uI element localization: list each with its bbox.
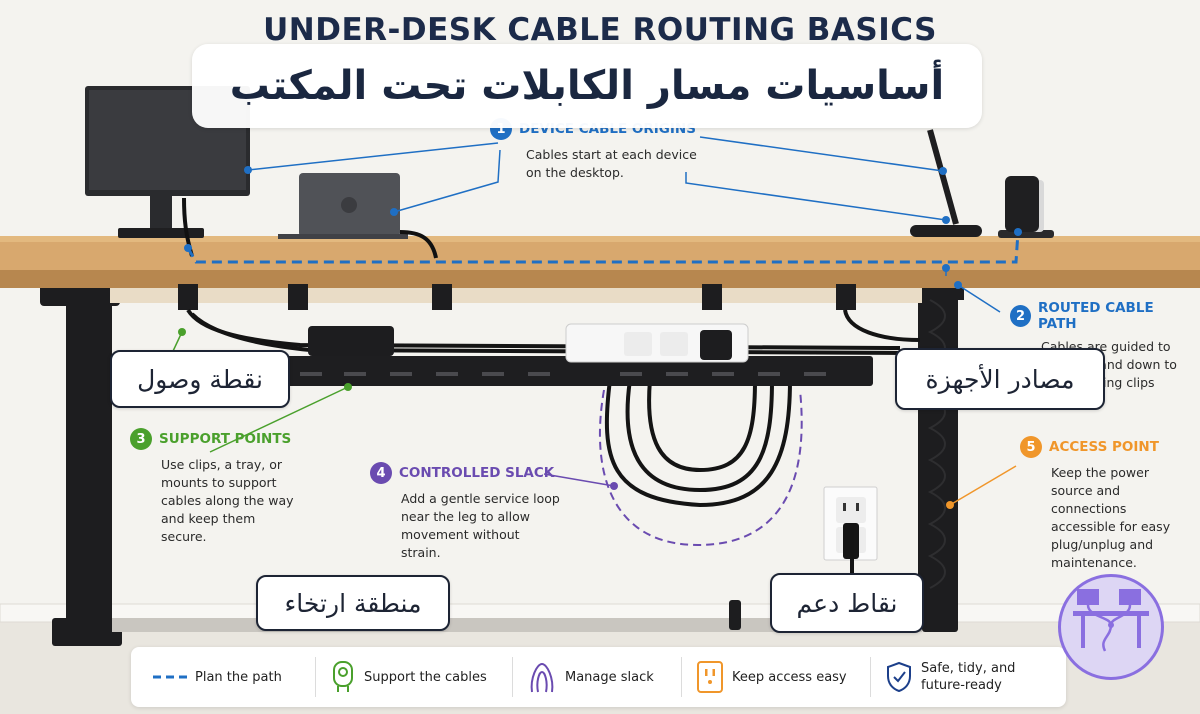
callout-text: Use clips, a tray, or mounts to support … <box>161 457 294 544</box>
support-clips <box>178 284 856 310</box>
callout-text: Cables start at each device on the deskt… <box>526 147 697 180</box>
outlet-icon <box>697 661 723 693</box>
callout-controlled-slack: 4 CONTROLLED SLACK Add a gentle service … <box>370 462 570 562</box>
arabic-label-device-sources: مصادر الأجهزة <box>895 348 1105 410</box>
legend-label: Support the cables <box>364 669 487 685</box>
leader-lines <box>149 136 1017 506</box>
callout-heading: SUPPORT POINTS <box>159 431 292 447</box>
cable-loop-icon <box>530 662 554 693</box>
routed-path <box>186 231 1020 264</box>
arabic-label-slack-zone: منطقة ارتخاء <box>256 575 450 631</box>
step-number-3: 3 <box>130 428 152 450</box>
leader-dots <box>178 166 1022 509</box>
legend-label: Safe, tidy, and future-ready <box>921 661 1016 693</box>
legend-item-safe: Safe, tidy, and future-ready <box>871 657 1049 697</box>
cable-bundle <box>186 308 921 600</box>
arabic-label-access-point: نقطة وصول <box>110 350 290 408</box>
shield-check-icon <box>887 661 911 693</box>
dashed-line-icon <box>153 675 187 679</box>
callout-heading: ACCESS POINT <box>1049 439 1159 455</box>
legend-bar: Plan the path Support the cables Manage … <box>131 647 1066 707</box>
desk-lamp <box>910 129 982 237</box>
power-strip <box>565 323 749 363</box>
callout-heading: CONTROLLED SLACK <box>399 465 555 481</box>
legend-item-slack: Manage slack <box>513 657 682 697</box>
callout-text: Keep the power source and connections ac… <box>1051 465 1171 570</box>
legend-label: Keep access easy <box>732 669 847 685</box>
legend-label: Plan the path <box>195 669 282 685</box>
slack-loop-outline <box>598 389 803 547</box>
arabic-title: أساسيات مسار الكابلات تحت المكتب <box>192 44 982 128</box>
legend-item-access: Keep access easy <box>682 657 871 697</box>
legend-item-plan-path: Plan the path <box>131 657 316 697</box>
step-number-2: 2 <box>1010 305 1032 327</box>
desk-top <box>0 236 1200 288</box>
english-title: UNDER-DESK CABLE ROUTING BASICS <box>263 12 937 48</box>
laptop <box>278 173 438 259</box>
callout-text: Add a gentle service loop near the leg t… <box>401 491 560 560</box>
callout-access-point: 5 ACCESS POINT Keep the power source and… <box>1020 436 1190 572</box>
cable-clip-icon <box>333 661 353 692</box>
badge-logo <box>1058 574 1164 680</box>
desk-network-icon <box>1073 589 1149 652</box>
legend-item-support: Support the cables <box>316 657 513 697</box>
cable-tray <box>283 356 873 386</box>
power-adapter <box>308 326 394 356</box>
arabic-label-support-points: نقاط دعم <box>770 573 924 633</box>
phone-stand <box>998 176 1054 238</box>
callout-support-points: 3 SUPPORT POINTS Use clips, a tray, or m… <box>130 428 305 546</box>
callout-heading: ROUTED CABLE PATH <box>1038 300 1154 332</box>
legend-label: Manage slack <box>565 669 654 685</box>
step-number-4: 4 <box>370 462 392 484</box>
floor-cable-clip <box>729 600 741 630</box>
step-number-5: 5 <box>1020 436 1042 458</box>
